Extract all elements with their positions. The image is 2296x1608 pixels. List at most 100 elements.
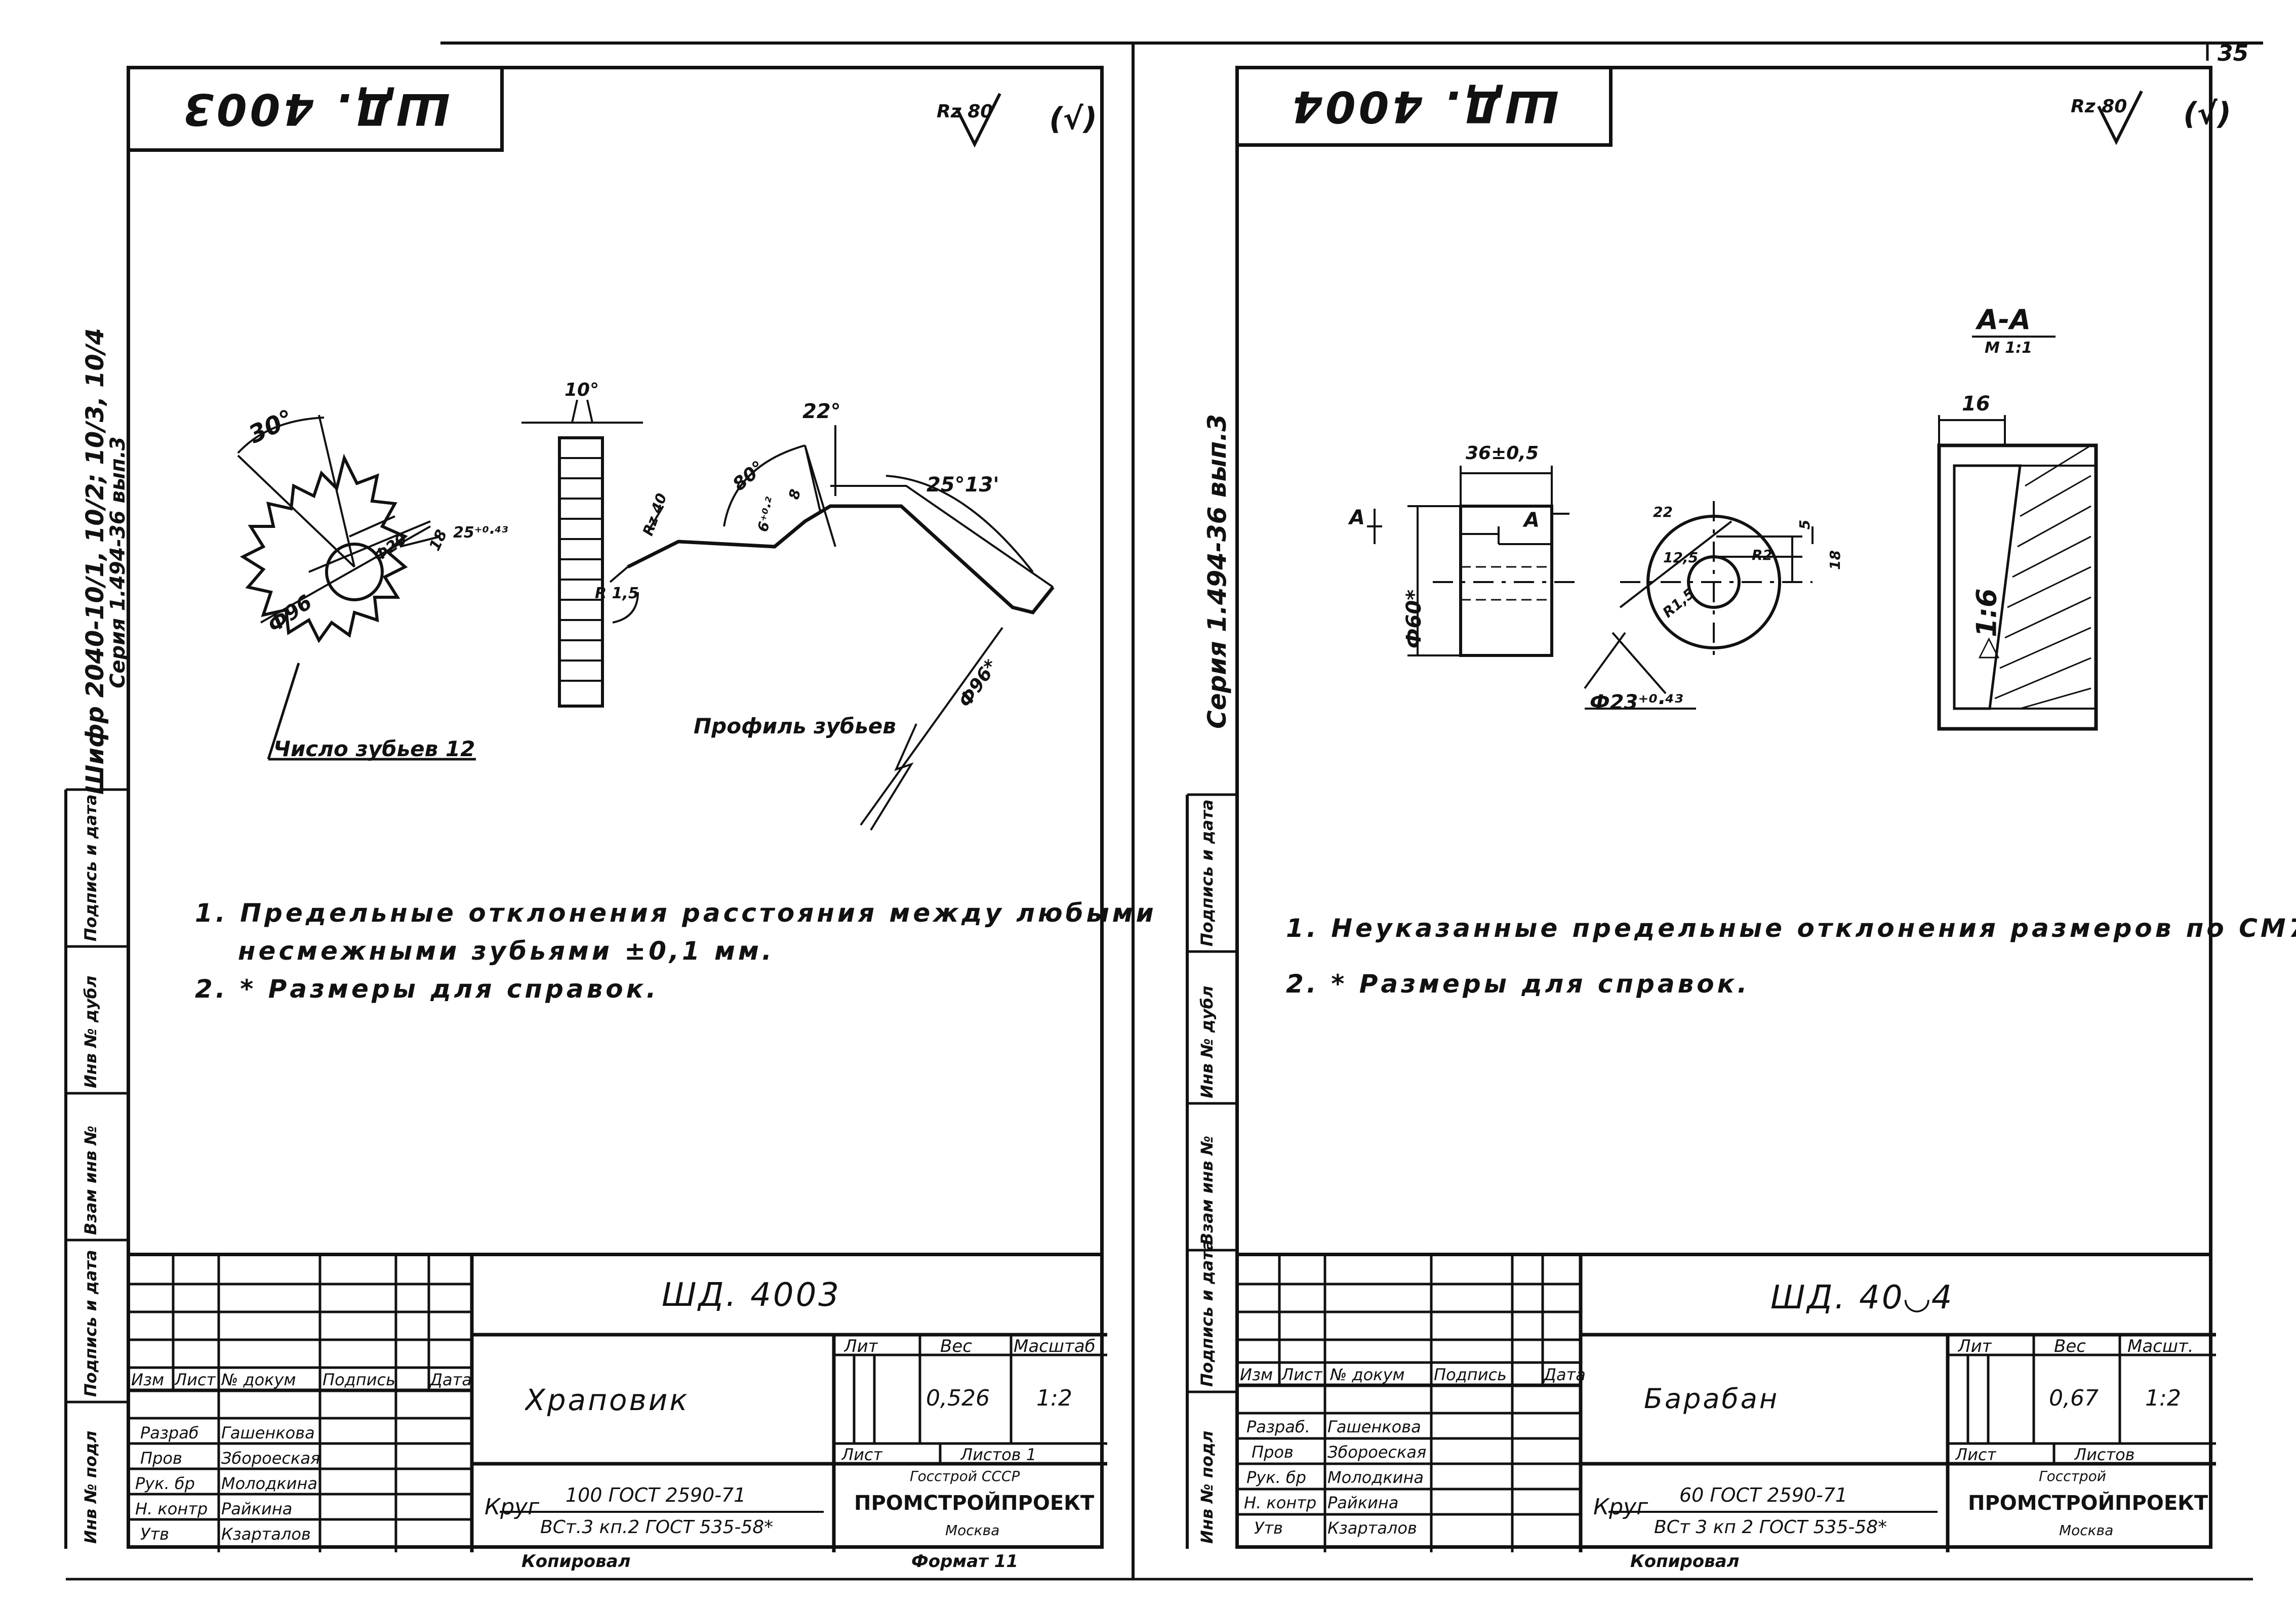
left-material-bottom: ВСт.3 кп.2 ГОСТ 535-58* — [540, 1517, 774, 1538]
right-tb-code: ШД. 40◡4 — [1770, 1279, 1954, 1316]
dim-r2: R2 — [1752, 547, 1773, 563]
right-side-series: Серия 1.494-36 вып.3 — [1202, 414, 1232, 729]
profile-label: Профиль зубьев — [694, 714, 896, 738]
left-person-1: Гашенкова — [221, 1423, 315, 1442]
right-material-prefix: Круг — [1593, 1494, 1648, 1520]
right-stamp-1: Подпись и дата — [1197, 799, 1217, 946]
left-title-block: ШД. 4003 Храповик Изм Лист № докум Подпи… — [127, 1253, 1107, 1552]
right-col-sign: Подпись — [1434, 1365, 1507, 1384]
left-weight-label: Вес — [940, 1336, 972, 1356]
dim-5: 5 — [1796, 519, 1814, 530]
left-sheets-label: Листов 1 — [960, 1445, 1037, 1464]
right-col-doc: № докум — [1330, 1365, 1405, 1384]
dim-dia-23: Ф23⁺⁰·⁴³ — [1590, 691, 1683, 714]
right-title-block: ШД. 40◡4 Барабан Изм Лист № докум Подпис… — [1235, 1253, 2216, 1552]
stamp-column-rules — [66, 788, 1235, 1404]
right-col-date: Дата — [1544, 1365, 1586, 1384]
ratchet-side-view — [521, 399, 643, 708]
left-org-top: Госстрой СССР — [910, 1468, 1020, 1485]
right-scale: 1:2 — [2145, 1385, 2181, 1411]
right-person-2: Збороеская — [1327, 1442, 1427, 1462]
left-person-3: Молодкина — [221, 1474, 317, 1493]
left-role-5: Утв — [140, 1524, 169, 1544]
dim-25: 25⁺⁰·⁴³ — [453, 524, 508, 542]
left-side-code: Шифр 2040-10/1, 10/2; 10/3, 10/4 — [81, 328, 109, 795]
left-col-izm: Изм — [131, 1370, 165, 1389]
right-org-bottom: Москва — [2059, 1522, 2114, 1539]
right-copied: Копировал — [1630, 1551, 1740, 1572]
left-person-2: Збороеская — [221, 1449, 320, 1468]
left-org-bottom: Москва — [945, 1522, 1000, 1539]
page-number: 35 — [2218, 40, 2249, 66]
dim-dia-60: Ф60* — [1402, 589, 1426, 649]
drum-front-view — [1367, 466, 1580, 657]
left-copied: Копировал — [521, 1551, 631, 1572]
right-role-2: Пров — [1252, 1442, 1294, 1462]
left-stamp-2: Инв № дубл — [81, 975, 100, 1088]
right-stamp-3: Взам инв № — [1197, 1135, 1217, 1245]
right-tb-name: Барабан — [1644, 1383, 1780, 1415]
drum-section-view — [1937, 336, 2098, 731]
right-sheets-label: Листов — [2074, 1445, 2135, 1464]
right-role-5: Утв — [1254, 1518, 1283, 1538]
drum-side-view — [1584, 501, 1814, 710]
right-person-5: Кзарталов — [1327, 1518, 1417, 1538]
taper-label: ▷1:6 — [1970, 588, 2003, 658]
left-stamp-3: Взам инв № — [81, 1125, 100, 1235]
right-note-2: 2. * Размеры для справок. — [1286, 969, 1750, 999]
left-role-4: Н. контр — [135, 1499, 208, 1518]
dim-r15: R 1,5 — [595, 585, 639, 602]
dim-16: 16 — [1962, 392, 1990, 416]
dim-angle-10: 10° — [565, 380, 599, 400]
tooth-profile — [609, 425, 1055, 831]
left-role-3: Рук. бр — [135, 1474, 195, 1493]
right-org-mid: ПРОМСТРОЙПРОЕКТ — [1968, 1492, 2208, 1515]
left-title-grid — [130, 1256, 1107, 1552]
section-scale: М 1:1 — [1985, 339, 2033, 357]
left-tb-code: ШД. 4003 — [662, 1276, 841, 1314]
right-role-4: Н. контр — [1244, 1493, 1317, 1512]
left-material-prefix: Круг — [485, 1494, 540, 1520]
left-lit-label: Лит — [844, 1336, 878, 1356]
right-org-top: Госстрой — [2039, 1468, 2106, 1485]
right-scale-label: Масшт. — [2127, 1336, 2194, 1356]
roughness-symbols — [955, 90, 2143, 148]
left-role-2: Пров — [140, 1449, 182, 1468]
right-person-4: Райкина — [1327, 1493, 1399, 1512]
right-sheet-label: Лист — [1955, 1445, 1997, 1464]
left-note-1b: несмежными зубьями ±0,1 мм. — [238, 936, 775, 966]
right-person-1: Гашенкова — [1327, 1417, 1421, 1436]
dim-125: 12,5 — [1663, 549, 1699, 566]
right-person-3: Молодкина — [1327, 1468, 1424, 1487]
right-title-grid — [1239, 1256, 2216, 1552]
left-note-1: 1. Предельные отклонения расстояния межд… — [195, 898, 1157, 928]
dim-22: 22 — [1653, 504, 1673, 520]
right-material-bottom: ВСт 3 кп 2 ГОСТ 535-58* — [1654, 1517, 1887, 1538]
left-stamp-5: Инв № подл — [81, 1430, 100, 1544]
dim-36: 36±0,5 — [1466, 443, 1539, 464]
left-side-series: Серия 1.494-36 вып.3 — [106, 436, 130, 688]
mark-a-right: А — [1524, 509, 1540, 532]
left-col-sign: Подпись — [323, 1370, 395, 1389]
left-role-1: Разраб — [140, 1423, 199, 1442]
left-roughness: Rz 80 (√) — [937, 101, 1098, 137]
dim-18-right: 18 — [1826, 550, 1843, 570]
section-label: А-А — [1977, 304, 2031, 336]
ratchet-wheel — [237, 415, 476, 761]
left-stamp-4: Подпись и дата — [81, 1250, 100, 1397]
left-col-list: Лист — [175, 1370, 216, 1389]
mark-a-left: А — [1349, 506, 1365, 529]
right-note-1: 1. Неуказанные предельные отклонения раз… — [1286, 914, 2296, 943]
left-stamp-1: Подпись и дата — [81, 794, 100, 941]
left-material-top: 100 ГОСТ 2590-71 — [566, 1484, 746, 1506]
right-role-1: Разраб. — [1246, 1417, 1310, 1436]
left-weight: 0,526 — [926, 1385, 990, 1411]
right-col-list: Лист — [1281, 1365, 1323, 1384]
right-stamp-5: Инв № подл — [1197, 1430, 1217, 1544]
left-sheet-label: Лист — [841, 1445, 883, 1464]
left-format: Формат 11 — [911, 1551, 1019, 1572]
right-weight-label: Вес — [2054, 1336, 2086, 1356]
dim-angle-22: 22° — [802, 400, 841, 423]
left-note-2: 2. * Размеры для справок. — [195, 974, 659, 1004]
